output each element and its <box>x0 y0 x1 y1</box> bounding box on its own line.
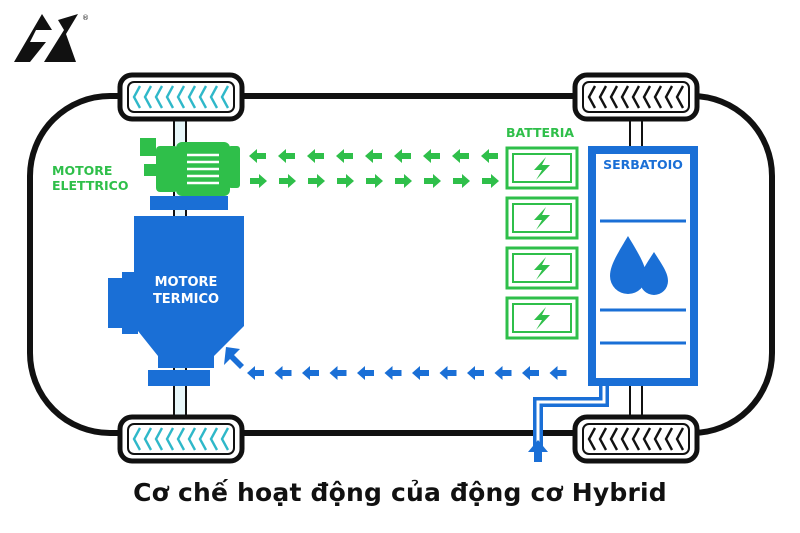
arrow-icon <box>549 366 567 380</box>
arrow-icon <box>329 366 347 380</box>
wheels <box>117 72 700 464</box>
arrow-icon <box>439 366 457 380</box>
arrow-icon <box>274 366 292 380</box>
lightning-icon <box>534 307 550 330</box>
serbatoio-label: SERBATOIO <box>603 157 683 172</box>
arrow-icon <box>279 174 296 188</box>
arrow-icon <box>302 366 319 380</box>
arrow-icon <box>224 347 244 369</box>
arrow-icon <box>482 174 499 188</box>
lightning-icon <box>534 207 550 230</box>
motore-termico-label-1: MOTORE <box>155 275 218 290</box>
arrow-icon <box>452 149 469 163</box>
thermal-engine <box>108 196 244 386</box>
wheel-icon <box>117 72 245 122</box>
water-drops-icon <box>610 236 668 295</box>
arrow-icon <box>424 174 441 188</box>
arrow-icon <box>366 174 383 188</box>
arrow-icon <box>395 174 412 188</box>
battery-cell <box>505 196 579 240</box>
motore-elettrico-label-1: MOTORE <box>52 163 112 178</box>
battery-cell <box>505 296 579 340</box>
arrow-icon <box>412 366 429 380</box>
wheel-icon <box>572 72 700 122</box>
battery-pack <box>505 146 579 340</box>
lightning-icon <box>534 257 550 280</box>
arrow-icon <box>494 366 512 380</box>
arrow-icon <box>247 366 264 380</box>
arrow-icon <box>249 149 266 163</box>
arrow-icon <box>423 149 440 163</box>
battery-cell <box>505 146 579 190</box>
arrow-icon <box>365 149 382 163</box>
arrow-icon <box>337 174 354 188</box>
arrow-icon <box>308 174 325 188</box>
arrow-icon <box>278 149 295 163</box>
wheel-icon <box>572 414 700 464</box>
motore-termico-label-2: TERMICO <box>153 292 219 307</box>
arrow-icon <box>336 149 353 163</box>
arrow-icon <box>522 366 539 380</box>
arrow-icon <box>357 366 374 380</box>
arrow-icon <box>467 366 484 380</box>
car-body-outline <box>27 93 775 436</box>
logo-mark: ® <box>14 14 89 62</box>
fuel-inlet-arrow <box>528 440 548 452</box>
wheel-icon <box>117 414 245 464</box>
diagram-caption: Cơ chế hoạt động của động cơ Hybrid <box>133 478 667 507</box>
electric-motor <box>140 138 240 196</box>
fuel-tank <box>528 146 698 462</box>
arrow-icon <box>307 149 324 163</box>
energy-flow-arrows <box>224 149 567 380</box>
registered-mark: ® <box>82 14 89 22</box>
arrow-icon <box>453 174 470 188</box>
arrow-icon <box>384 366 402 380</box>
battery-cell <box>505 246 579 290</box>
motore-elettrico-label-2: ELETTRICO <box>52 178 128 193</box>
batteria-label: BATTERIA <box>506 125 574 140</box>
arrow-icon <box>481 149 498 163</box>
arrow-icon <box>394 149 411 163</box>
arrow-icon <box>250 174 267 188</box>
lightning-icon <box>534 157 550 180</box>
